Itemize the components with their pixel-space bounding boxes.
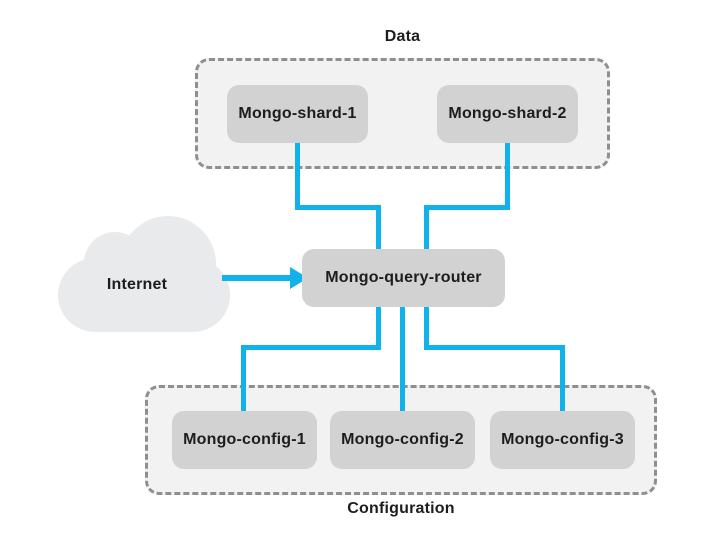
connector-router-config3-vertical: [560, 345, 565, 413]
node-mongo-shard-1-label: Mongo-shard-1: [238, 105, 357, 122]
node-mongo-config-2-label: Mongo-config-2: [341, 431, 464, 448]
node-mongo-shard-1: Mongo-shard-1: [227, 85, 368, 143]
connector-router-config3-drop: [424, 304, 429, 350]
data-group-label: Data: [384, 28, 421, 45]
node-mongo-config-3-label: Mongo-config-3: [501, 431, 624, 448]
node-mongo-shard-2-label: Mongo-shard-2: [448, 105, 567, 122]
node-mongo-query-router: Mongo-query-router: [302, 249, 505, 307]
connector-shard2-router-horizontal: [424, 205, 510, 210]
connector-router-config1-drop: [376, 304, 381, 350]
connector-router-config2-vertical: [400, 304, 405, 413]
node-mongo-query-router-label: Mongo-query-router: [325, 269, 482, 286]
connector-shard2-router-vertical: [505, 143, 510, 210]
node-mongo-config-1: Mongo-config-1: [172, 411, 317, 469]
connector-shard1-router-vertical: [295, 143, 300, 210]
connector-router-config1-horizontal: [241, 345, 381, 350]
cloud-base: [58, 258, 230, 332]
node-mongo-config-3: Mongo-config-3: [490, 411, 635, 469]
connector-router-config1-vertical: [241, 345, 246, 413]
connector-shard2-router-drop: [424, 205, 429, 251]
internet-label: Internet: [106, 276, 168, 293]
connector-shard1-router-drop: [376, 205, 381, 251]
internet-to-router-arrow-shaft: [222, 275, 292, 281]
node-mongo-config-1-label: Mongo-config-1: [183, 431, 306, 448]
internet-cloud-icon: Internet: [58, 216, 230, 332]
connector-shard1-router-horizontal: [295, 205, 381, 210]
configuration-group-label: Configuration: [347, 500, 455, 517]
node-mongo-shard-2: Mongo-shard-2: [437, 85, 578, 143]
node-mongo-config-2: Mongo-config-2: [330, 411, 475, 469]
connector-router-config3-horizontal: [424, 345, 565, 350]
